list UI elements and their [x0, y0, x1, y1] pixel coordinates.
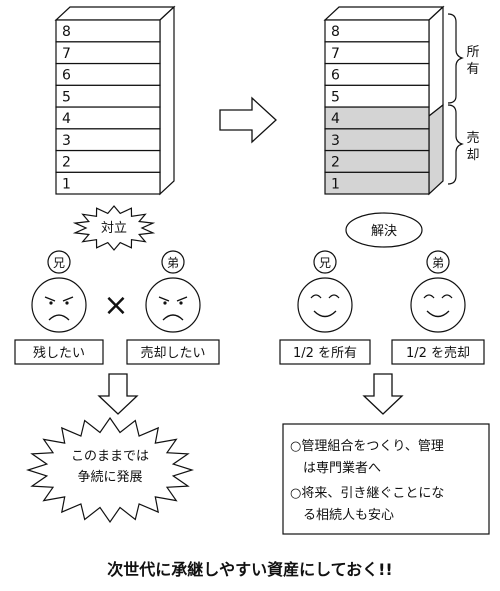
left-building-floor-1: 1: [55, 171, 161, 195]
right-building-floor-number: 6: [331, 68, 340, 84]
right-building-floor-number: 5: [331, 89, 340, 105]
badge-left-a-text: 兄: [53, 256, 65, 270]
right-building-floor-5: 5: [324, 84, 430, 108]
label-box-left-b: 売却したい: [126, 339, 220, 365]
badge-right-b: 弟: [426, 250, 450, 274]
right-building-floor-number: 7: [331, 46, 340, 62]
smiling-face-icon: [410, 277, 466, 333]
right-building-floor-number: 1: [331, 176, 340, 192]
label-right-a: 1/2 を所有: [293, 346, 357, 361]
down-arrow-left: [97, 373, 139, 415]
right-building-side-sold: [428, 103, 444, 196]
left-building-floor-number: 5: [62, 89, 71, 105]
right-building-floor-number: 2: [331, 155, 340, 171]
badge-left-a: 兄: [47, 250, 71, 274]
sold-label: 売却: [466, 130, 479, 163]
ownership-braces: 所有 売却: [447, 13, 480, 185]
conflict-label: 対立: [101, 221, 127, 236]
left-building-floor-8: 8: [55, 19, 161, 43]
left-building-floor-3: 3: [55, 128, 161, 152]
right-building-floor-number: 4: [331, 111, 340, 127]
right-arrow: [219, 96, 277, 144]
left-building-side: [159, 5, 175, 196]
right-building-floor-4: 4: [324, 106, 430, 130]
left-building-floor-number: 7: [62, 46, 71, 62]
dispute-burst: このままでは 争続に発展: [25, 416, 195, 524]
caption: 次世代に承継しやすい資産にしておく!!: [107, 560, 392, 579]
solution-line-2: は専門業者へ: [303, 460, 381, 476]
right-building-floor-8: 8: [324, 19, 430, 43]
left-building-floor-number: 6: [62, 68, 71, 84]
left-building: 1 2 3 4 5 6 7 8: [54, 5, 176, 196]
versus-mark: ×: [103, 288, 128, 323]
solution-line-3: ○将来、引き継ぐことにな: [290, 486, 444, 501]
label-left-a: 残したい: [33, 346, 85, 361]
resolve-label: 解決: [371, 224, 397, 239]
label-box-right-b: 1/2 を売却: [391, 339, 485, 365]
right-building-floor-7: 7: [324, 41, 430, 65]
owned-brace: [447, 13, 464, 104]
dispute-line-2: 争続に発展: [77, 470, 142, 485]
right-building-floor-1: 1: [324, 171, 430, 195]
right-building-floor-3: 3: [324, 128, 430, 152]
left-building-floor-number: 4: [62, 111, 71, 127]
left-building-roof: [54, 6, 176, 21]
left-building-floor-number: 2: [62, 155, 71, 171]
left-building-floor-5: 5: [55, 84, 161, 108]
right-building-floor-number: 3: [331, 133, 340, 149]
badge-left-b-text: 弟: [167, 256, 179, 270]
left-building-floor-number: 3: [62, 133, 71, 149]
left-building-floor-number: 8: [62, 24, 71, 40]
conflict-burst: 対立: [72, 205, 156, 251]
right-building-floor-number: 8: [331, 24, 340, 40]
resolve-bubble: 解決: [345, 212, 423, 248]
left-building-floor-4: 4: [55, 106, 161, 130]
left-building-floor-2: 2: [55, 149, 161, 173]
owned-label: 所有: [466, 45, 479, 77]
down-arrow-right: [362, 373, 404, 415]
label-right-b: 1/2 を売却: [406, 345, 470, 361]
right-building: 1 2 3 4 5 6 7 8: [323, 5, 445, 196]
right-building-floor-6: 6: [324, 62, 430, 86]
badge-right-b-text: 弟: [432, 256, 444, 270]
label-left-b: 売却したい: [140, 345, 205, 361]
frowning-face-icon: [31, 277, 87, 333]
badge-right-a: 兄: [313, 250, 337, 274]
solution-box: ○管理組合をつくり、管理 は専門業者へ ○将来、引き継ぐことにな る相続人も安心: [282, 423, 490, 535]
smiling-face-icon: [297, 277, 353, 333]
left-building-floor-7: 7: [55, 41, 161, 65]
dispute-line-1: このままでは: [71, 449, 149, 464]
solution-line-4: る相続人も安心: [303, 508, 394, 523]
right-building-side-owned: [428, 5, 444, 118]
label-box-left-a: 残したい: [14, 339, 104, 365]
badge-right-a-text: 兄: [319, 256, 331, 270]
right-building-roof: [323, 6, 445, 21]
solution-line-1: ○管理組合をつくり、管理: [290, 439, 444, 454]
badge-left-b: 弟: [161, 250, 185, 274]
right-building-floor-2: 2: [324, 149, 430, 173]
frowning-face-icon: [145, 277, 201, 333]
left-building-floor-6: 6: [55, 62, 161, 86]
sold-brace: [447, 104, 464, 185]
label-box-right-a: 1/2 を所有: [279, 339, 371, 365]
left-building-floor-number: 1: [62, 176, 71, 192]
